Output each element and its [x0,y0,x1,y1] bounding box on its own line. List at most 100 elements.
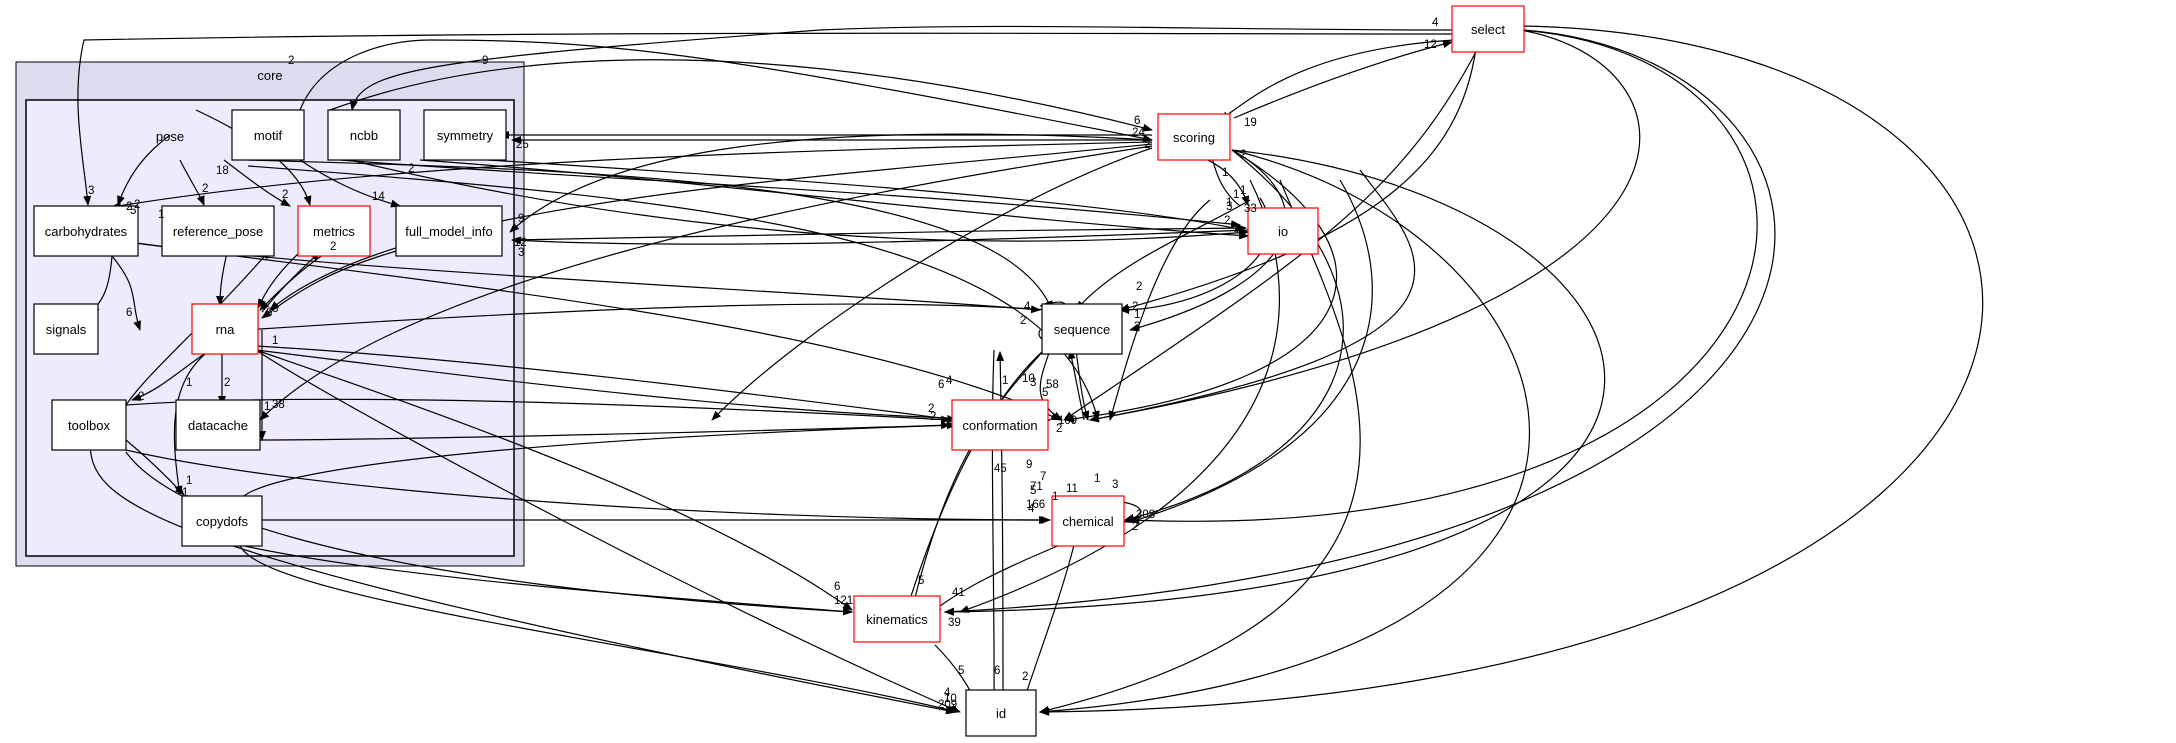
edge-label: 6 [938,379,944,391]
node-datacache-label: datacache [188,418,248,433]
node-conformation[interactable]: conformation [951,399,1049,451]
edge-label: 45 [994,463,1007,475]
edge-label: 6 [1134,115,1140,127]
node-sequence[interactable]: sequence [1041,303,1123,355]
node-metrics-label: metrics [313,224,355,239]
edge-label: 4 [1028,503,1035,515]
edge-label: 12 [1424,39,1437,51]
edge-label: 4 [946,375,953,387]
edge-label: 18 [216,165,229,177]
edge-label: 7 [1040,471,1046,483]
node-rna-label: rna [216,322,236,337]
edge-label: 3 [518,247,524,259]
edge-label: 2 [282,189,288,201]
edge-label: 19 [1244,117,1257,129]
node-signals-label: signals [46,322,87,337]
edge-label: 6 [834,581,840,593]
edge-label: 2 [224,377,230,389]
node-ncbb[interactable]: ncbb [327,109,401,161]
edge-label: 1 [1233,189,1239,201]
edge-label: 8 [272,303,278,315]
node-metrics[interactable]: metrics [297,205,371,257]
edge-label: 1 [272,335,278,347]
edge-label: 1 [182,487,188,499]
node-id-label: id [996,706,1006,721]
edge-label: 1 [186,475,192,487]
edge-label: 2 [288,55,294,67]
edge-label: 58 [1046,379,1059,391]
edge-label: 2 [330,241,336,253]
node-symmetry[interactable]: symmetry [423,109,507,161]
node-id[interactable]: id [965,689,1037,737]
edge-label: 109 [1058,415,1077,427]
edge-label: 1 [1226,197,1232,209]
node-motif[interactable]: motif [231,109,305,161]
edge-label: 1 [264,401,270,413]
edge-label: 1 [186,377,192,389]
edge-label: 2 [1020,315,1026,327]
edge-label: 2 [930,411,936,423]
node-copydofs[interactable]: copydofs [181,495,263,547]
node-toolbox[interactable]: toolbox [51,399,127,451]
edge-label: 121 [834,595,853,607]
edge-label: 2 [138,391,144,403]
edge-label: 9 [482,55,488,67]
node-io-label: io [1278,224,1288,239]
edge-label: 1 [1222,167,1228,179]
node-datacache[interactable]: datacache [175,399,261,451]
edge-label: 2 [1132,301,1138,313]
edge-label: 3 [1226,201,1232,213]
edge-label: 12 [514,237,527,249]
edge-label: 5 [1042,387,1048,399]
node-full-model-info-label: full_model_info [405,224,492,239]
node-rna[interactable]: rna [191,303,259,355]
edge-label: 10 [944,693,957,705]
edge-label: 2 [928,403,934,415]
edge-label: 2 [1056,423,1062,435]
node-conformation-label: conformation [962,418,1037,433]
edge-label: 4 [944,687,951,699]
node-symmetry-label: symmetry [437,128,494,143]
cluster-pose-label: pose [156,129,184,144]
node-toolbox-label: toolbox [68,418,110,433]
edge-label: 1 [158,209,164,221]
node-signals[interactable]: signals [33,303,99,355]
edge-label: 1 [1002,375,1008,387]
node-carbohydrates-label: carbohydrates [45,224,128,239]
edge-label: 39 [948,617,961,629]
edge-label: 71 [1030,481,1043,493]
node-full-model-info[interactable]: full_model_info [395,205,503,257]
edge-label: 2 [1022,671,1028,683]
edge-label: 2 [126,201,132,213]
edges [77,25,1984,716]
node-reference-pose[interactable]: reference_pose [161,205,275,257]
edge-label: 1 [1240,185,1246,197]
cluster-core-label: core [257,68,282,83]
node-reference-pose-label: reference_pose [173,224,263,239]
edge-labels: 4 12 19 2 9 25 6 24 2 3 18 2 2 14 2 1 5 … [88,17,1439,711]
edge-label: 5 [130,205,136,217]
edge-label: 1 [1052,491,1058,503]
node-ncbb-label: ncbb [350,128,378,143]
node-select[interactable]: select [1451,5,1525,53]
edge-label: 3 [88,185,94,197]
edge-label: 2 [202,183,208,195]
edge-label: 14 [372,191,385,203]
edge-label: 24 [1132,127,1145,139]
node-io[interactable]: io [1247,207,1319,255]
edge-label: 2 [1136,281,1142,293]
edge-label: 6 [994,665,1000,677]
node-copydofs-label: copydofs [196,514,249,529]
edge-label: 1 [1094,473,1100,485]
node-kinematics-label: kinematics [866,612,928,627]
node-kinematics[interactable]: kinematics [853,595,941,643]
edge-label: 2 [1144,139,1150,151]
node-scoring[interactable]: scoring [1157,113,1231,161]
edge-label: 308 [1136,509,1155,521]
edge-label: 3 [1030,377,1036,389]
node-carbohydrates[interactable]: carbohydrates [33,205,139,257]
node-chemical[interactable]: chemical [1051,495,1125,547]
edge-label: 2 [1224,215,1230,227]
edge-label: 11 [1066,483,1078,495]
